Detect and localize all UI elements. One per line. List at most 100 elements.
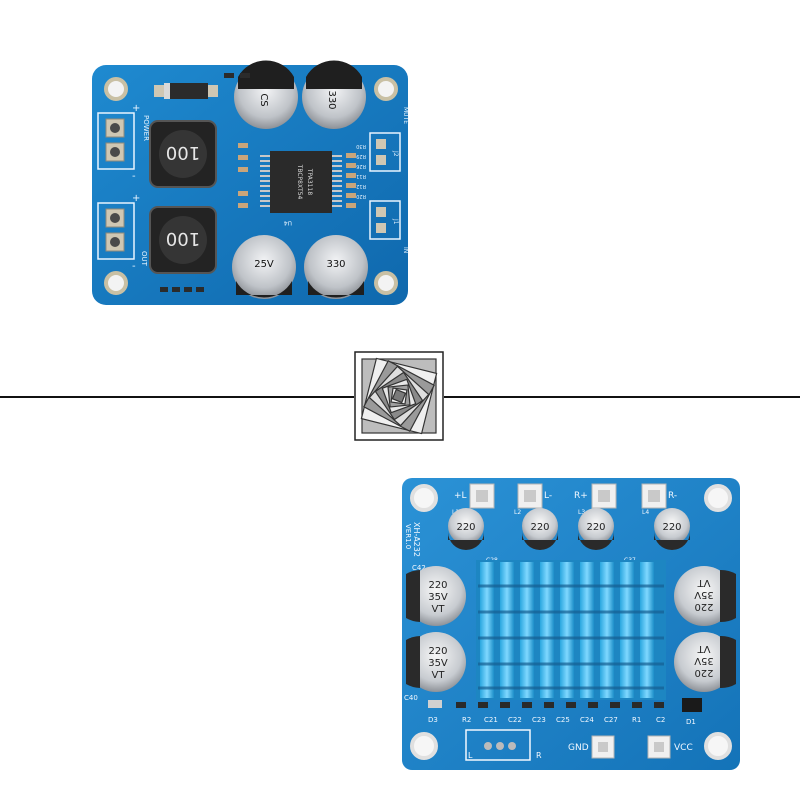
small-capacitor: 220 [578,508,614,550]
vcc-label: VCC [674,743,693,753]
out-plus: + [132,193,140,204]
inductor-top: 100 [149,120,217,188]
svg-text:35V: 35V [694,655,714,666]
out-minus: - [132,261,136,272]
terminal-label: +L [454,491,467,501]
small-capacitor: 220 [522,508,558,550]
mounting-hole [374,77,398,101]
connector-left-label: L [468,751,473,760]
inductor-label: 100 [166,228,200,249]
svg-text:220: 220 [428,646,447,657]
svg-text:VT: VT [697,643,711,654]
speaker-terminal [517,483,543,509]
resistor-label: R29 [356,153,366,159]
svg-text:220: 220 [694,667,713,678]
speaker-terminal [591,483,617,509]
mounting-hole [410,484,438,512]
svg-text:220: 220 [456,522,475,533]
cap-value: 330 [326,90,337,109]
mounting-hole [410,732,438,760]
in-connector [369,200,401,240]
power-minus: - [132,171,136,182]
mounting-hole [704,732,732,760]
left-label: C40 [404,694,418,702]
ic-label-1: TBCP8XT54 [296,164,303,200]
inductor-ref: L4 [642,509,649,516]
bottom-row-label: D3 [428,716,438,724]
out-terminal [97,202,135,260]
amplifier-ic: TBCP8XT54 TPA3118 [260,151,342,213]
connector-right-label: R [536,751,542,760]
bottom-row-label: C23 [532,716,546,724]
inductor-bottom: 100 [149,206,217,274]
bottom-row-label: C25 [556,716,570,724]
divider-line-left [0,396,354,398]
capacitor: CS [234,60,298,129]
svg-text:VT: VT [697,577,711,588]
top-pcb-board: POWER + - OUT + - 100 100 CS 330 25V [92,60,409,305]
svg-text:VT: VT [432,670,446,681]
capacitor: 330 [302,60,366,129]
cap-series: CS [258,93,269,106]
mounting-hole [704,484,732,512]
capacitor: 25V [232,235,296,299]
power-terminal [97,112,135,170]
mounting-hole [104,271,128,295]
terminal-label: L- [544,491,552,501]
svg-text:35V: 35V [428,592,448,603]
svg-text:35V: 35V [428,658,448,669]
svg-text:220: 220 [662,522,681,533]
divider-line-right [444,396,800,398]
large-capacitor: 220 35V VT [674,566,736,626]
power-label: POWER [142,115,150,141]
bottom-row-label: R1 [632,716,641,724]
ic-label-2: TPA3118 [306,168,313,195]
power-plus: + [132,103,140,114]
bottom-row-label: C2 [656,716,665,724]
board-version: XH-A232 [412,522,421,557]
bottom-row-label: C24 [580,716,594,724]
svg-text:220: 220 [694,601,713,612]
terminal-label: R+ [574,491,588,501]
ic-ref: U4 [284,219,292,226]
svg-text:220: 220 [586,522,605,533]
mute-label: MUTE [402,107,409,124]
terminal-label: R- [668,491,677,501]
heatsink [476,560,666,700]
bottom-row-label: C21 [484,716,498,724]
cap-voltage: 25V [254,259,274,270]
mounting-hole [104,77,128,101]
inductor-ref: L2 [514,509,521,516]
resistor-label: R26 [356,163,366,169]
diode [164,83,208,99]
bottom-row-label: C27 [604,716,618,724]
bottom-row-label: R2 [462,716,471,724]
mute-connector [369,132,401,172]
vcc-pad [647,735,671,759]
speaker-terminal [641,483,667,509]
gnd-pad [591,735,615,759]
small-capacitor: 220 [448,508,484,550]
large-capacitor: 220 35V VT [674,632,736,692]
board-revision: VER1.0 [404,524,412,549]
large-capacitor: 220 35V VT [406,566,466,626]
cap-value: 330 [326,259,345,270]
left-label: C42 [412,564,426,572]
large-capacitor: 220 35V VT [406,632,466,692]
svg-text:220: 220 [530,522,549,533]
bottom-row-label: D1 [686,718,696,726]
capacitor: 330 [304,235,368,299]
spiral-squares-logo [354,351,444,441]
bottom-row-label: C22 [508,716,522,724]
svg-text:220: 220 [428,580,447,591]
in-label: IN [402,247,409,253]
gnd-label: GND [568,743,589,753]
svg-text:35V: 35V [694,589,714,600]
inductor-ref: L3 [578,509,585,516]
resistor-label: R12 [356,183,366,189]
j1-label: J1 [392,218,399,225]
small-capacitor: 220 [654,508,690,550]
inductor-label: 100 [166,142,200,163]
bottom-pcb-board: +L L- R+ R- L1 L2 L3 L4 220 220 220 220 … [402,478,740,770]
resistor-label: R11 [356,173,366,179]
